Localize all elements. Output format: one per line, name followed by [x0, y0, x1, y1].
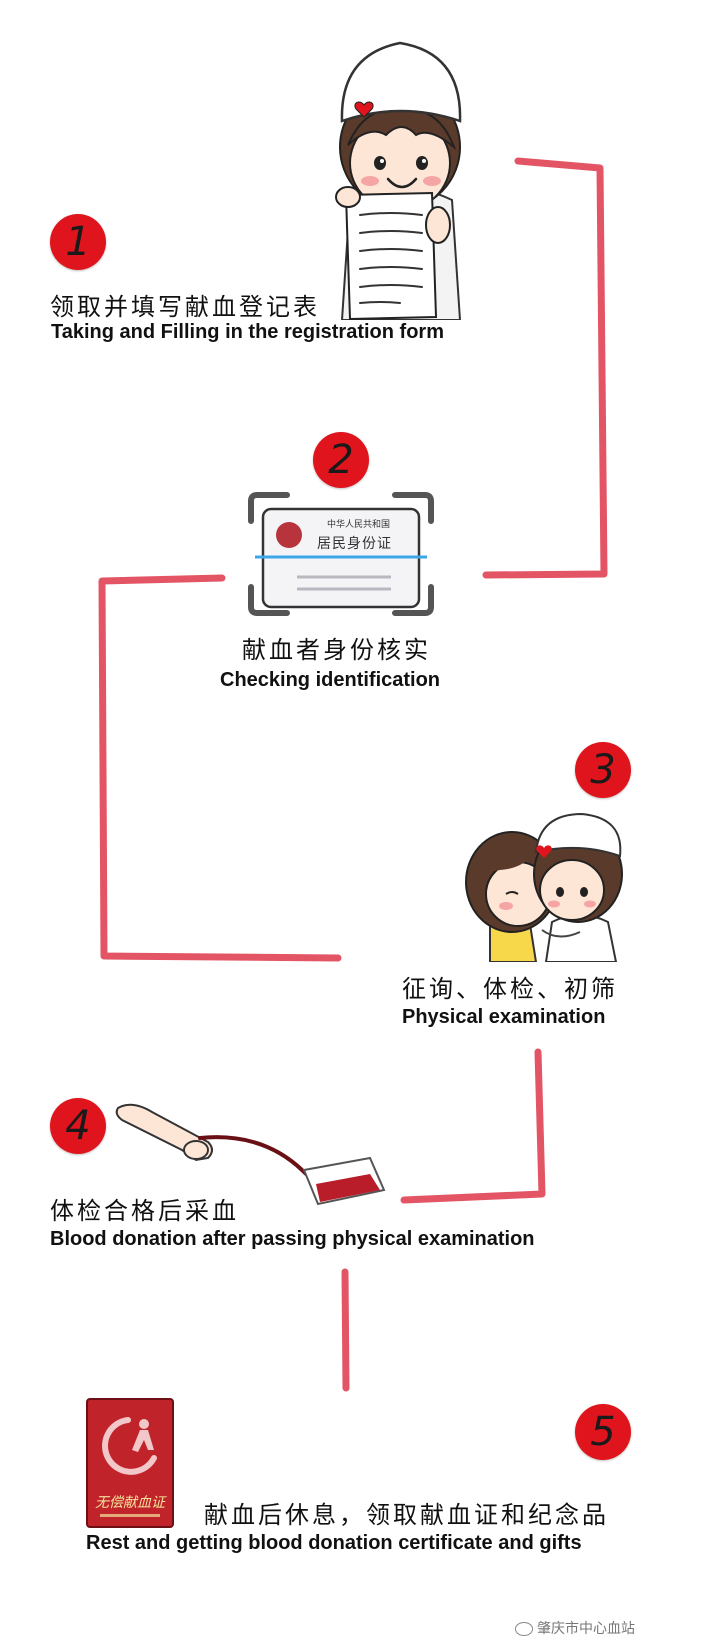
step-4-title-en: Blood donation after passing physical ex… [50, 1228, 535, 1250]
step-1-title-zh: 领取并填写献血登记表 [50, 293, 320, 321]
step-5-title-zh: 献血后休息，领取献血证和纪念品 [204, 1501, 609, 1529]
step-5-badge: 5 [575, 1404, 631, 1460]
step-1-badge: 1 [50, 214, 106, 270]
donation-certificate-illustration: 无偿献血证 [86, 1398, 174, 1528]
step-4-title-zh: 体检合格后采血 [50, 1197, 239, 1225]
connector-1-2 [482, 157, 608, 579]
blood-collection-bag-illustration [115, 1103, 386, 1206]
step-4-badge: 4 [50, 1098, 106, 1154]
id-card-scan-illustration: 中华人民共和国 居民身份证 [247, 491, 435, 617]
step-2-badge: 2 [313, 432, 369, 488]
id-card-country: 中华人民共和国 [327, 520, 391, 530]
certificate-title: 无偿献血证 [95, 1495, 165, 1511]
step-2-title-zh: 献血者身份核实 [242, 636, 431, 664]
watermark-text: 肇庆市中心血站 [537, 1621, 635, 1637]
connector-4-5 [341, 1268, 350, 1392]
step-3-title-zh: 征询、体检、初筛 [402, 975, 618, 1003]
step-2-title-en: Checking identification [220, 669, 441, 691]
nurse-examining-donor-illustration [465, 812, 623, 962]
wechat-icon [515, 1622, 533, 1636]
certificate-subline [100, 1514, 160, 1517]
step-1-title-en: Taking and Filling in the registration f… [51, 321, 444, 343]
id-card-name: 居民身份证 [317, 536, 392, 552]
connector-3-4 [400, 1048, 546, 1204]
scan-frame [248, 492, 434, 616]
step-3-title-en: Physical examination [402, 1006, 606, 1028]
certificate-emblem-icon [102, 1417, 157, 1475]
watermark: 肇庆市中心血站 [515, 1618, 635, 1638]
step-5-title-en: Rest and getting blood donation certific… [86, 1532, 582, 1554]
step-3-badge: 3 [575, 742, 631, 798]
connector-2-3 [98, 574, 342, 962]
nurse-holding-form-illustration [335, 41, 462, 320]
